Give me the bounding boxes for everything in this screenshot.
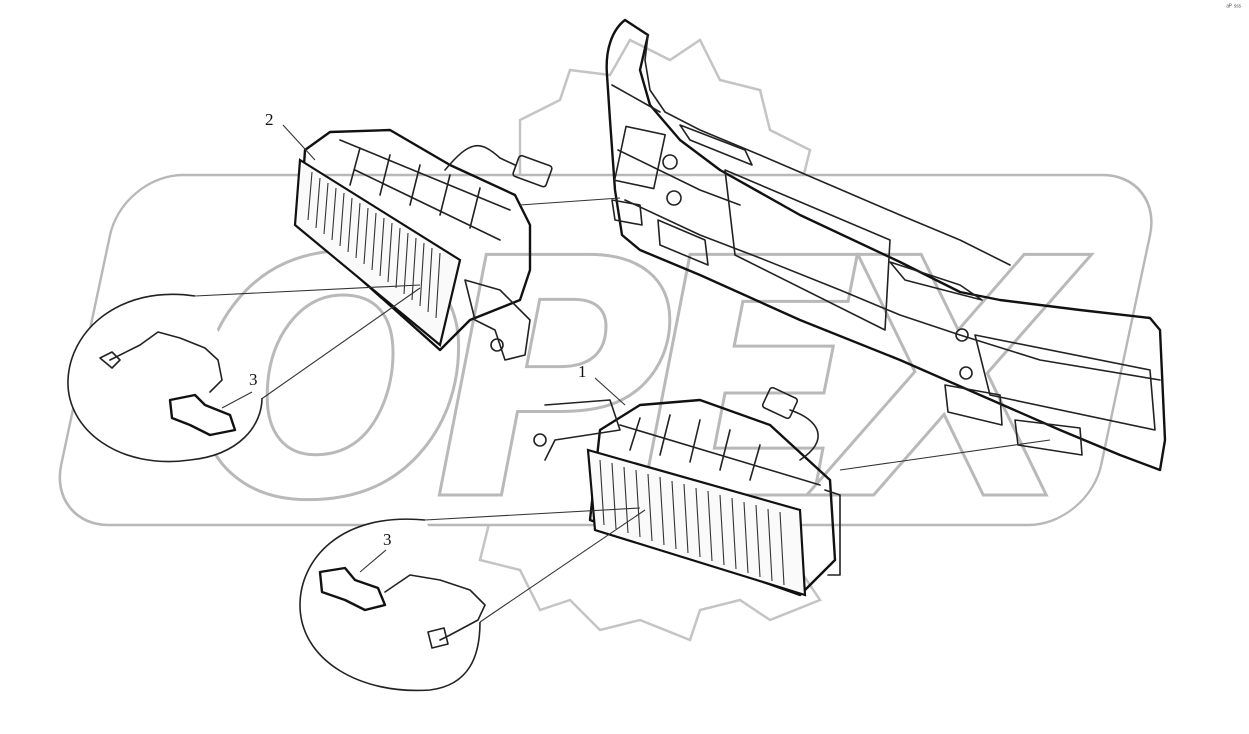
lamp-2-housing: [298, 128, 532, 352]
detail-lower-terminal: [427, 627, 449, 649]
leader-detail-upper-b: [259, 287, 421, 401]
callout-3-lower: 3: [383, 530, 392, 549]
corner-mark: ᵃᴾ ˢˢˢ: [1226, 4, 1241, 11]
bumper-center-recess: [724, 169, 891, 331]
bumper-foglamp-opening-right: [944, 384, 1083, 456]
lamp-1-lens-ribs: [599, 459, 785, 586]
leader-callout-3-upper: [221, 391, 253, 409]
bumper-crease: [611, 84, 1161, 381]
detail-upper-terminal: [99, 351, 121, 369]
lamp-2-adjust-screw: [490, 338, 504, 352]
callout-3-upper: 3: [249, 370, 258, 389]
callout-1: 1: [578, 362, 587, 381]
bumper-plate-1: [679, 124, 753, 166]
lamp-1-rear-bracket: [824, 489, 841, 576]
detail-lower-wire: [384, 574, 486, 641]
leader-lamp1-to-bumper: [839, 439, 1051, 471]
front-bumper: [605, 18, 1167, 472]
leader-callout-1: [594, 377, 626, 406]
detail-upper-outline: [67, 293, 263, 463]
bumper-recess-left: [613, 125, 666, 190]
bumper-foglamp-opening-left: [611, 199, 709, 266]
lamp-2-wire: [444, 144, 516, 171]
lamp-1-adjust-screw: [533, 433, 547, 447]
bumper-hole-2: [666, 190, 682, 206]
bumper-outline: [605, 18, 1167, 472]
lamp-2-connector: [512, 154, 553, 188]
leader-detail-lower-a: [424, 507, 641, 521]
detail-upper-bulb: [168, 393, 237, 437]
leader-lamp2-to-bumper: [519, 197, 621, 206]
bumper-hole-1: [662, 154, 678, 170]
fog-lamp-2: [293, 128, 553, 361]
fog-lamp-1: [533, 386, 841, 597]
detail-bulb-lower: [299, 518, 486, 692]
bumper-hole-4: [959, 366, 973, 380]
lamp-1-wire: [789, 409, 819, 461]
leader-callout-2: [282, 124, 316, 161]
callout-2: 2: [265, 110, 274, 129]
bumper-hole-3: [955, 328, 969, 342]
detail-bulb-upper: [67, 293, 263, 463]
lamp-2-lens-ribs: [307, 171, 441, 319]
lamp-1-connector: [761, 386, 799, 420]
lamp-1-top-ribs: [619, 414, 821, 486]
leader-callout-3-lower: [359, 549, 387, 573]
bumper-top-edge: [644, 34, 1011, 266]
lamp-2-top-ribs: [339, 139, 511, 241]
detail-lower-bulb: [318, 566, 387, 612]
lamp-1-lens: [586, 448, 807, 597]
bumper-right-recess: [974, 334, 1156, 431]
lamp-2-bracket: [464, 279, 531, 361]
leader-detail-lower-b: [479, 509, 646, 623]
leader-lines: [194, 124, 1051, 623]
detail-upper-wire: [109, 331, 223, 393]
leader-detail-upper-a: [194, 284, 421, 297]
bumper-plate-2: [889, 261, 983, 301]
lamp-1-side-bracket: [544, 399, 621, 461]
lamp-2-lens: [293, 158, 462, 347]
